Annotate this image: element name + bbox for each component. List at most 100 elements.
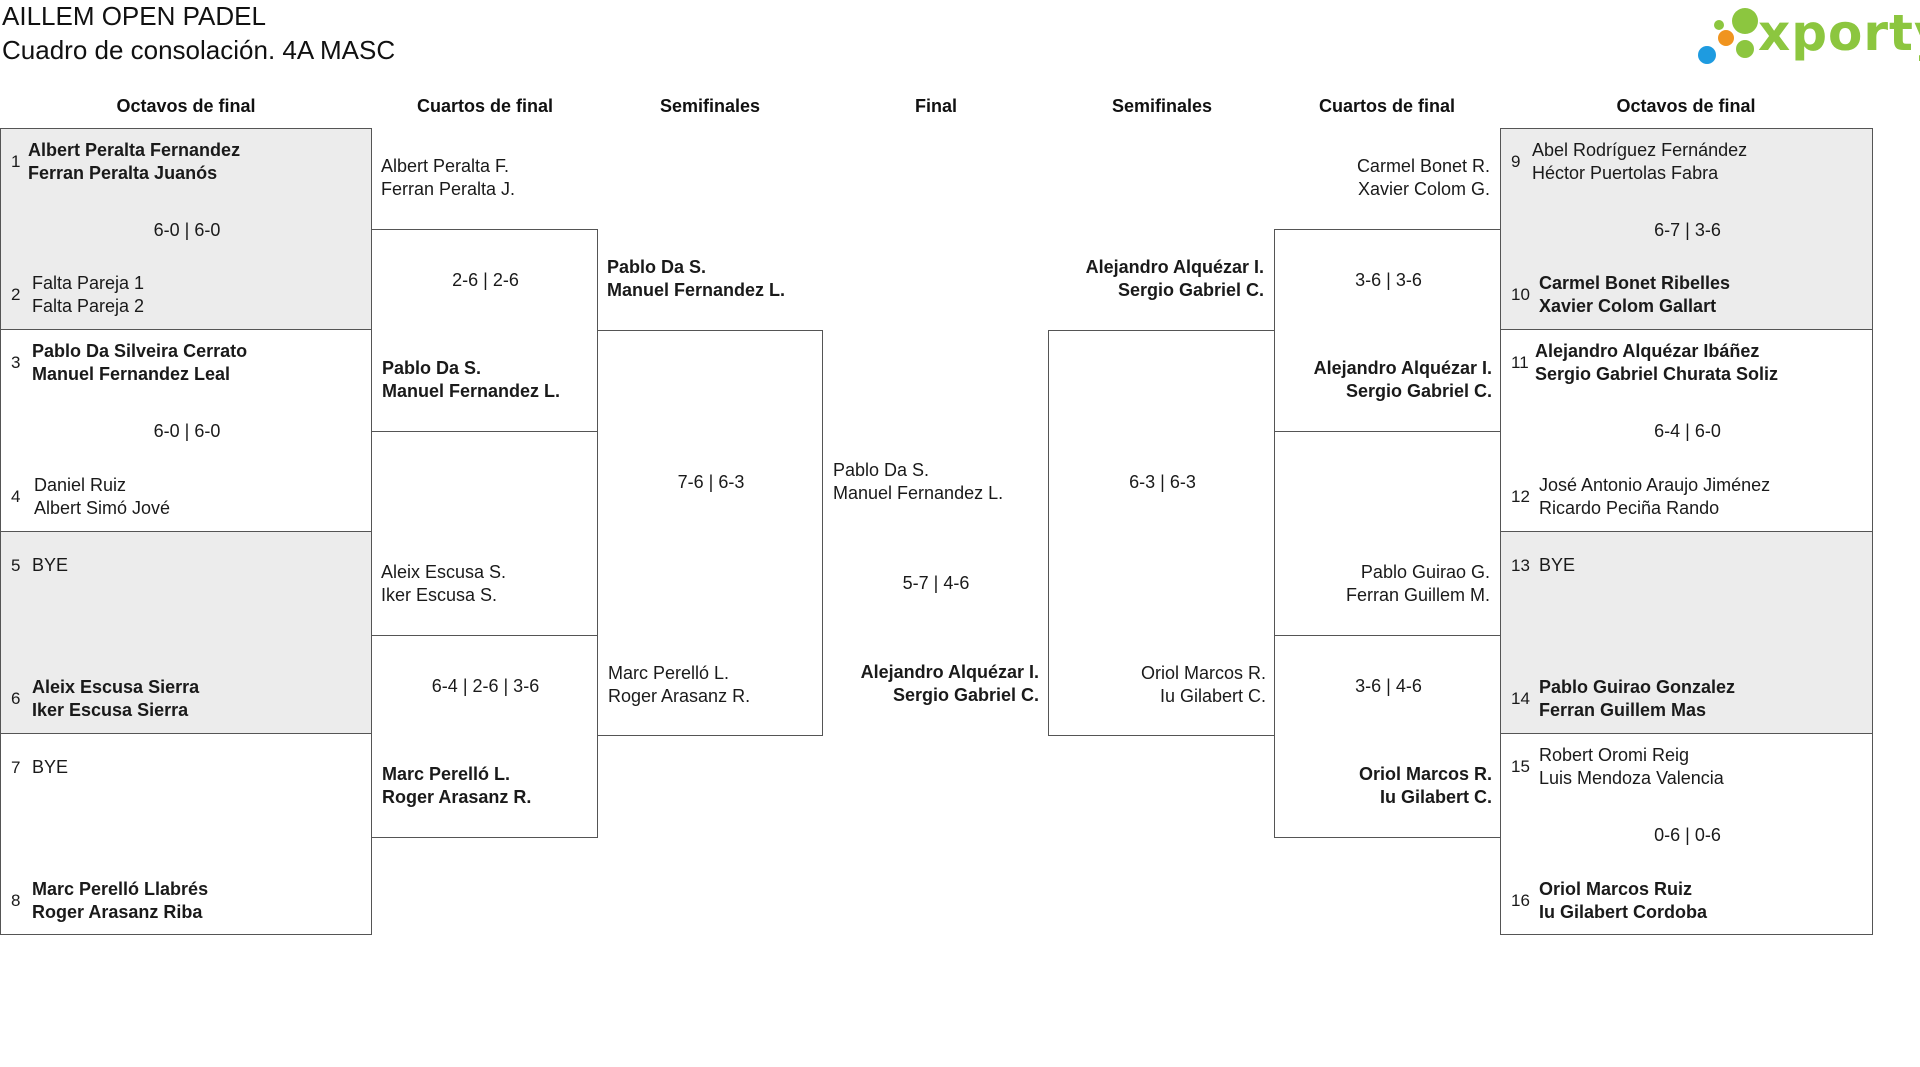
right-r16-match-4: 15 Robert Oromi Reig Luis Mendoza Valenc…	[1500, 733, 1873, 935]
player-2: Ferran Peralta Juanós	[28, 163, 218, 183]
left-qf-2-team-top: Aleix Escusa S. Iker Escusa S.	[381, 561, 506, 607]
team-bottom: Marc Perelló L. Roger Arasanz R.	[382, 763, 531, 809]
right-qf-1-team-top: Carmel Bonet R. Xavier Colom G.	[1274, 155, 1490, 201]
final-team-bottom: Alejandro Alquézar I. Sergio Gabriel C.	[823, 661, 1039, 707]
match-score: 3-6 | 3-6	[1355, 270, 1422, 290]
player-2: Luis Mendoza Valencia	[1539, 768, 1724, 788]
player-2: Manuel Fernandez L.	[833, 483, 1004, 503]
seed-number: 9	[1511, 152, 1521, 171]
seed-number: 10	[1511, 285, 1530, 304]
player-2: Iker Escusa S.	[381, 585, 498, 605]
team-bottom: Aleix Escusa Sierra Iker Escusa Sierra	[32, 676, 199, 722]
seed-number: 15	[1511, 757, 1530, 776]
team-bottom: Marc Perelló L. Roger Arasanz R.	[608, 662, 750, 708]
player-1: Oriol Marcos R.	[1358, 764, 1492, 784]
team-top: Albert Peralta Fernandez Ferran Peralta …	[28, 139, 240, 185]
team-top: BYE	[1539, 554, 1575, 577]
right-sf-team-top: Alejandro Alquézar I. Sergio Gabriel C.	[1048, 256, 1264, 302]
player-2: Sergio Gabriel Churata Soliz	[1535, 364, 1779, 384]
xporty-logo: xporty	[1694, 4, 1920, 68]
seed-number: 16	[1511, 891, 1530, 910]
player-2: Roger Arasanz Riba	[32, 902, 203, 922]
left-qf-1-team-top: Albert Peralta F. Ferran Peralta J.	[381, 155, 515, 201]
right-r16-match-3: 13 BYE 14 Pablo Guirao Gonzalez Ferran G…	[1500, 531, 1873, 734]
match-score: 3-6 | 4-6	[1355, 676, 1422, 696]
seed-number: 1	[11, 152, 21, 171]
player-2: Manuel Fernandez Leal	[32, 364, 231, 384]
player-2: Manuel Fernandez L.	[607, 280, 786, 300]
player-2: Roger Arasanz R.	[382, 787, 532, 807]
player-2: Ferran Guillem M.	[1345, 585, 1490, 605]
player-1: Robert Oromi Reig	[1539, 745, 1690, 765]
left-r16-match-3: 5 BYE 6 Aleix Escusa Sierra Iker Escusa …	[0, 531, 372, 734]
team-bottom: Oriol Marcos R. Iu Gilabert C.	[1275, 763, 1492, 809]
player-2: Xavier Colom G.	[1357, 179, 1490, 199]
player-2: Iu Gilabert Cordoba	[1539, 902, 1708, 922]
player-1: Marc Perelló L.	[608, 663, 730, 683]
player-1: Carmel Bonet Ribelles	[1539, 273, 1731, 293]
team-bottom: Pablo Guirao Gonzalez Ferran Guillem Mas	[1539, 676, 1735, 722]
player-1: Alejandro Alquézar I.	[860, 662, 1039, 682]
player-1: Pablo Da S.	[382, 358, 482, 378]
player-2: Ferran Peralta J.	[381, 179, 516, 199]
player-2: Ferran Guillem Mas	[1539, 700, 1707, 720]
seed-number: 7	[11, 758, 21, 777]
player-1: Albert Peralta F.	[381, 156, 510, 176]
match-score: 6-0 | 6-0	[153, 220, 221, 240]
left-r16-match-2: 3 Pablo Da Silveira Cerrato Manuel Ferna…	[0, 329, 372, 532]
team-bottom: José Antonio Araujo Jiménez Ricardo Peci…	[1539, 474, 1770, 520]
player-1: Marc Perelló L.	[382, 764, 511, 784]
player-2: Iker Escusa Sierra	[32, 700, 189, 720]
team-bottom: Carmel Bonet Ribelles Xavier Colom Galla…	[1539, 272, 1730, 318]
player-1: Oriol Marcos Ruiz	[1539, 879, 1693, 899]
team-bottom: Falta Pareja 1 Falta Pareja 2	[32, 272, 144, 318]
player-1: BYE	[32, 757, 69, 777]
final-score: 5-7 | 4-6	[902, 573, 970, 593]
player-2: Iu Gilabert C.	[1159, 686, 1266, 706]
right-r16-match-1: 9 Abel Rodríguez Fernández Héctor Puerto…	[1500, 128, 1873, 330]
final-team-top: Pablo Da S. Manuel Fernandez L.	[833, 459, 1003, 505]
team-bottom: Pablo Da S. Manuel Fernandez L.	[382, 357, 560, 403]
player-2: Héctor Puertolas Fabra	[1532, 163, 1719, 183]
player-1: BYE	[32, 555, 69, 575]
match-score: 2-6 | 2-6	[452, 270, 519, 290]
match-score: 6-4 | 2-6 | 3-6	[431, 676, 540, 696]
player-1: Pablo Guirao Gonzalez	[1539, 677, 1736, 697]
seed-number: 14	[1511, 689, 1530, 708]
team-top: Pablo Da Silveira Cerrato Manuel Fernand…	[32, 340, 247, 386]
right-qf-2-team-top: Pablo Guirao G. Ferran Guillem M.	[1274, 561, 1490, 607]
player-1: Alejandro Alquézar I.	[1313, 358, 1492, 378]
team-top: Abel Rodríguez Fernández Héctor Puertola…	[1532, 139, 1747, 185]
player-1: Oriol Marcos R.	[1140, 663, 1266, 683]
seed-number: 6	[11, 689, 21, 708]
match-score: 6-3 | 6-3	[1129, 472, 1196, 492]
round-header-left-sf: Semifinales	[659, 96, 761, 116]
player-2: Iu Gilabert C.	[1379, 787, 1492, 807]
player-1: Marc Perelló Llabrés	[32, 879, 209, 899]
player-2: Manuel Fernandez L.	[382, 381, 561, 401]
team-bottom: Oriol Marcos Ruiz Iu Gilabert Cordoba	[1539, 878, 1707, 924]
match-score: 6-7 | 3-6	[1654, 220, 1721, 240]
team-top: BYE	[32, 756, 68, 779]
seed-number: 13	[1511, 556, 1530, 575]
seed-number: 4	[11, 487, 21, 506]
player-2: Roger Arasanz R.	[608, 686, 751, 706]
team-bottom: Alejandro Alquézar I. Sergio Gabriel C.	[1275, 357, 1492, 403]
seed-number: 5	[11, 556, 21, 575]
player-2: Sergio Gabriel C.	[892, 685, 1039, 705]
left-sf-team-top: Pablo Da S. Manuel Fernandez L.	[607, 256, 785, 302]
player-2: Ricardo Peciña Rando	[1539, 498, 1720, 518]
player-1: Falta Pareja 1	[32, 273, 145, 293]
match-score: 0-6 | 0-6	[1654, 825, 1721, 845]
player-2: Sergio Gabriel C.	[1345, 381, 1492, 401]
round-header-right-r16: Octavos de final	[1616, 96, 1756, 116]
player-2: Sergio Gabriel C.	[1117, 280, 1264, 300]
player-1: Abel Rodríguez Fernández	[1532, 140, 1748, 160]
page-title: AILLEM OPEN PADEL	[2, 1, 266, 31]
player-2: Albert Simó Jové	[34, 498, 171, 518]
team-bottom: Marc Perelló Llabrés Roger Arasanz Riba	[32, 878, 208, 924]
match-score: 7-6 | 6-3	[677, 472, 745, 492]
match-score: 6-0 | 6-0	[153, 421, 221, 441]
round-header-left-qf: Cuartos de final	[416, 96, 554, 116]
round-header-right-sf: Semifinales	[1111, 96, 1213, 116]
